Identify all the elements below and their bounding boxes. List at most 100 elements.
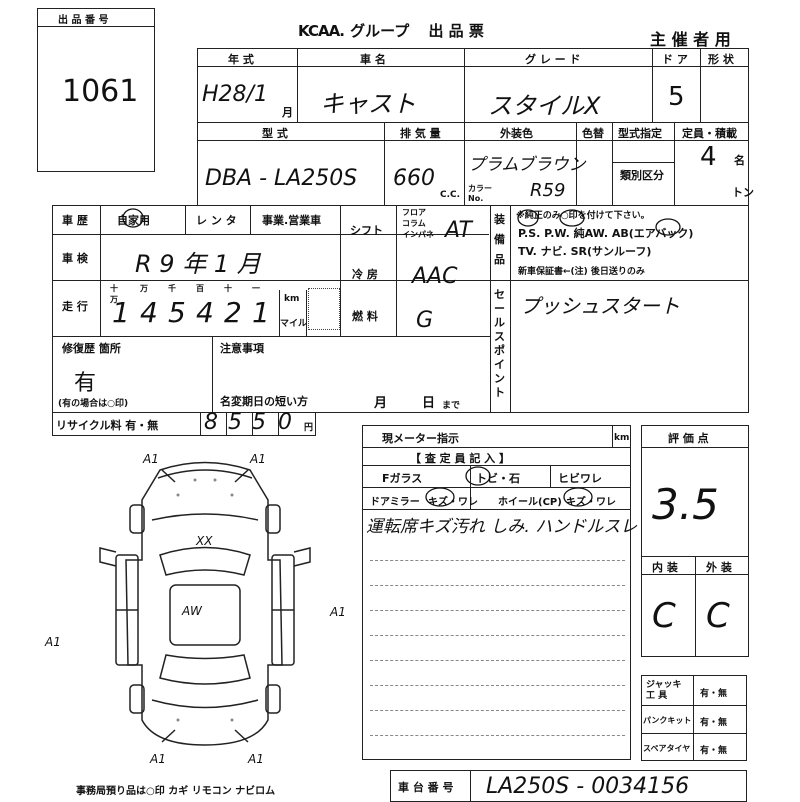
grade-value: スタイルX <box>488 92 601 120</box>
model-label: 型 式 <box>262 127 288 140</box>
exterior-color-label: 外装色 <box>500 127 533 140</box>
repair-note: (有の場合は○印) <box>58 399 129 409</box>
glass-options: トビ・石 <box>476 472 520 485</box>
equipment-line1: P.S. P.W. 純AW. AB(エアバック) <box>518 227 694 240</box>
glass-label: Fガラス <box>382 472 423 485</box>
exterior-color-value: プラムブラウン <box>468 155 586 175</box>
inspection-value: R 9 年 1 月 <box>135 250 261 278</box>
damage-mark-roof: AW <box>182 604 202 618</box>
color-no-label: カラー No. <box>468 184 492 203</box>
damage-mark-rear-left: A1 <box>150 752 166 766</box>
damage-mark-left-side: A1 <box>45 635 61 649</box>
equipment-note: ※純正のみ○印を付けて下さい。 <box>516 211 650 221</box>
capacity-unit: 名 <box>734 154 745 167</box>
meter-km: km <box>614 433 630 443</box>
damage-mark-front-right: A1 <box>250 452 266 466</box>
capacity-value: 4 <box>700 142 717 172</box>
expiry-label: 名変期日の短い方 <box>220 395 308 408</box>
ton-unit: トン <box>732 186 754 199</box>
wheel-options: キズ・ワレ <box>566 497 616 508</box>
repair-value: 有 <box>74 371 97 396</box>
mile-unit: マイル <box>280 319 308 329</box>
history-rental: レ ン タ <box>196 214 237 227</box>
fuel-value: G <box>416 308 434 333</box>
mirror-options: キズ・ワレ <box>428 497 478 508</box>
recycle-label: リサイクル料 有・無 <box>56 419 159 432</box>
header-title: KCAA. グループ 出 品 票 <box>298 22 484 40</box>
door-label: ド ア <box>662 53 688 66</box>
rating-label: 評 価 点 <box>668 432 709 445</box>
class-label: 類別区分 <box>620 169 664 182</box>
fuel-label: 燃 料 <box>352 310 378 323</box>
sales-point-label: セールスポイント <box>494 288 505 399</box>
interior-label: 内 装 <box>652 561 678 574</box>
shift-label: シフト <box>350 224 383 237</box>
notes-label: 注意事項 <box>220 342 264 355</box>
expiry-made: まで <box>442 401 461 411</box>
interior-value: C <box>652 596 676 636</box>
damage-mark-right-side: A1 <box>330 605 346 619</box>
tools-box <box>641 675 747 761</box>
capacity-label: 定員・積載 <box>682 127 737 140</box>
shift-value: AT <box>445 218 472 243</box>
model-value: DBA - LA250S <box>205 166 358 191</box>
brand-logo: KCAA <box>298 22 340 40</box>
expiry-day: 日 <box>422 396 436 411</box>
exterior-value: C <box>706 596 730 636</box>
type-spec-label: 型式指定 <box>618 127 662 140</box>
inspection-label: 車 検 <box>62 252 88 265</box>
jack-value: 有・無 <box>700 689 728 699</box>
ac-value: AAC <box>412 264 458 289</box>
damage-mark-windshield: XX <box>196 534 213 548</box>
damage-mark-rear-right: A1 <box>248 752 264 766</box>
km-unit: km <box>284 294 300 304</box>
displacement-value: 660 <box>393 166 435 191</box>
inspector-section <box>362 425 631 760</box>
name-label: 車 名 <box>360 53 386 66</box>
inspector-comment: 運転席キズ汚れ しみ. ハンドルスレ <box>366 517 638 537</box>
year-label: 年 式 <box>228 53 254 66</box>
name-value: キャスト <box>320 90 416 118</box>
expiry-month: 月 <box>374 396 388 411</box>
lot-number-label: 出 品 番 号 <box>58 15 109 26</box>
displacement-label: 排 気 量 <box>400 127 441 140</box>
puncture-label: パンクキット <box>643 716 692 725</box>
lot-number-box <box>37 8 155 172</box>
repair-label: 修復歴 箇所 <box>62 342 121 355</box>
mileage-label: 走 行 <box>62 300 88 313</box>
chassis-label: 車 台 番 号 <box>398 781 454 794</box>
history-label: 車 歴 <box>62 214 88 227</box>
sales-point-value: プッシュスタート <box>520 294 680 318</box>
main-info-table <box>52 205 749 413</box>
lot-number-value: 1061 <box>62 74 139 109</box>
month-unit: 月 <box>282 106 293 119</box>
meter-label: 現メーター指示 <box>382 432 459 445</box>
color-change-label: 色替 <box>582 127 604 140</box>
equipment-line2: TV. ナビ. SR(サンルーフ) <box>518 245 652 258</box>
recycle-digits: 8 5 5 0 <box>204 410 292 435</box>
mile-box <box>308 288 340 330</box>
crack-label: ヒビワレ <box>558 472 602 485</box>
chassis-value: LA250S - 0034156 <box>486 774 690 799</box>
shift-options: フロア コラム インパネ <box>402 208 434 239</box>
puncture-value: 有・無 <box>700 718 728 728</box>
history-private: 自家用 <box>117 214 150 227</box>
wheel-label: ホイール(CP) <box>498 497 562 508</box>
door-value: 5 <box>668 82 685 112</box>
ac-label: 冷 房 <box>352 268 378 281</box>
yen-unit: 円 <box>304 423 314 433</box>
inspector-label: 【 査 定 員 記 入 】 <box>410 452 510 465</box>
equipment-label: 装 備 品 <box>494 213 505 266</box>
spare-value: 有・無 <box>700 746 728 756</box>
history-business: 事業.営業車 <box>262 214 322 227</box>
cc-unit: C.C. <box>440 190 461 200</box>
exterior-label: 外 装 <box>706 561 732 574</box>
year-value: H28/1 <box>202 82 268 107</box>
color-no-value: R59 <box>530 180 566 201</box>
mirror-label: ドアミラー <box>370 497 420 508</box>
organizer-label: 主 催 者 用 <box>650 30 731 49</box>
recycle-row <box>52 412 316 436</box>
shape-label: 形 状 <box>708 53 734 66</box>
rating-value: 3.5 <box>652 480 719 529</box>
damage-mark-front-left: A1 <box>143 452 159 466</box>
